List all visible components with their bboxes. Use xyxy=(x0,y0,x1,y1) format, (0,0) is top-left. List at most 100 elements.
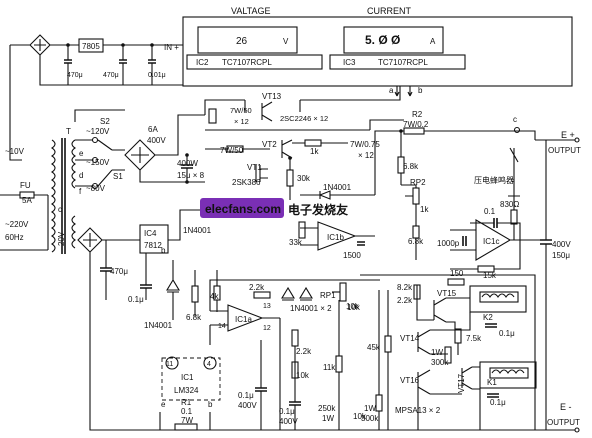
rectifier-6a: 6A xyxy=(148,125,158,134)
r-300k-relay: 300k xyxy=(431,358,449,367)
output-pos-text: OUTPUT xyxy=(548,146,581,155)
transformer-input: FU 5A ~220V 60Hz T c d e f ~120V ~150V ~… xyxy=(0,109,125,254)
tap-150v: ~150V xyxy=(86,158,110,167)
ic1-pin-11: 11 xyxy=(166,361,173,368)
r-33k: 33k xyxy=(289,238,303,247)
main-rectifier: 6A 400V 400W 15μ × 8 xyxy=(124,114,205,184)
output-pos-label: E + xyxy=(561,130,575,140)
opamp-section: IC1b 33k 1500 IC1c 1000p 0.1 15k IC1a 13… xyxy=(161,207,546,401)
output-section: c E + OUTPUT 压电蜂鸣器 830Ω 400V 150μ E - OU… xyxy=(474,115,581,433)
ic4-label: IC4 xyxy=(144,229,157,238)
r-830: 830Ω xyxy=(500,200,519,209)
pass-stage: VT13 7W/50 × 12 2SC2246 × 12 7W/50 VT2 1… xyxy=(204,86,536,260)
bottom-network: e R1 0.1 7W b 0.1μ 400V 0.1μ 400V 10k 10… xyxy=(159,279,392,431)
r-10k-a: 10k xyxy=(296,371,310,380)
ic1c-label: IC1c xyxy=(483,237,499,246)
watermark-cn: 电子发烧友 xyxy=(288,202,348,217)
ic1a-label: IC1a xyxy=(235,315,252,324)
meter-panel: VALTAGE CURRENT 26 V 5. Ø Ø A IC2 TC7107… xyxy=(164,6,573,97)
emitter-r2: × 12 xyxy=(358,151,374,160)
reg-7805: 7805 xyxy=(82,42,100,51)
aux-vac: ~10V xyxy=(5,147,25,156)
reg-pin-b: b xyxy=(161,246,166,255)
ic2-part: TC7107RCPL xyxy=(222,58,272,67)
voltage-unit: V xyxy=(283,37,289,46)
r-300k: 300k xyxy=(361,414,379,423)
vt16-label: VT16 xyxy=(400,376,420,385)
relay-c1: 0.1μ xyxy=(499,329,515,338)
vt1-label: VT1 xyxy=(247,163,262,172)
rp1-value: 10k xyxy=(346,302,360,311)
ic4-part: 7812 xyxy=(144,241,162,250)
tap-f: f xyxy=(79,187,82,196)
mains-voltage: ~220V xyxy=(5,220,29,229)
tap-e: e xyxy=(79,149,84,158)
watermark-domain: elecfans.com xyxy=(205,202,281,216)
pin-12: 12 xyxy=(263,325,271,332)
reg-diode: 1N4001 xyxy=(183,226,212,235)
bottom-b: b xyxy=(208,400,213,409)
c-1000p: 1000p xyxy=(437,239,460,248)
pin-b-label: b xyxy=(418,86,423,95)
r1-label: R1 xyxy=(181,398,192,407)
r-10k-c: 10k xyxy=(347,303,361,312)
ic1-label: IC1 xyxy=(181,373,194,382)
voltage-label: VALTAGE xyxy=(231,6,271,16)
reg-r4k: 4k xyxy=(210,292,219,301)
reg-c470: 470μ xyxy=(110,267,128,276)
relay-k2: K2 xyxy=(483,313,493,322)
ic1b-label: IC1b xyxy=(327,233,344,242)
winding-20v: 20V xyxy=(57,231,66,246)
aux-c1: 470μ xyxy=(67,72,83,79)
rp2-value: 1k xyxy=(420,205,429,214)
r-45k: 45k xyxy=(367,343,381,352)
reg-c01: 0.1μ xyxy=(128,295,144,304)
vt2-label: VT2 xyxy=(262,140,277,149)
r-150: 150 xyxy=(450,269,464,278)
pin-13: 13 xyxy=(263,303,271,310)
output-cap-c: 150μ xyxy=(552,251,570,260)
r1-power: 7W xyxy=(181,416,193,425)
tap-t: T xyxy=(66,127,71,136)
r-7-5k: 7.5k xyxy=(466,334,482,343)
ic3-label: IC3 xyxy=(343,58,356,67)
rectifier-400v: 400V xyxy=(147,136,166,145)
fuse-value: 5A xyxy=(22,196,32,205)
c-0-1: 0.1 xyxy=(484,207,496,216)
aux-c2: 470μ xyxy=(103,72,119,79)
c-1500: 1500 xyxy=(343,251,361,260)
output-neg-label: E - xyxy=(560,402,572,412)
pin-a-label: a xyxy=(389,86,394,95)
ic1-part: LM324 xyxy=(174,386,199,395)
mains-frequency: 60Hz xyxy=(5,233,24,242)
vt1-part: 2SK386 xyxy=(232,178,261,187)
current-unit: A xyxy=(430,37,436,46)
cap-a-voltage: 400V xyxy=(238,401,257,410)
vt13-r2: × 12 xyxy=(234,117,249,126)
r-300k-w: 1W xyxy=(364,404,376,413)
bulk-cap-value: 15μ × 8 xyxy=(177,171,205,180)
r-2-2k-b: 2.2k xyxy=(296,347,312,356)
diode-1n4001: 1N4001 xyxy=(323,183,352,192)
pin-14: 14 xyxy=(218,323,226,330)
in-plus-label: IN + xyxy=(164,43,179,52)
ic1-pin-4: 4 xyxy=(207,361,211,368)
r-250k: 250k xyxy=(318,404,336,413)
current-label: CURRENT xyxy=(367,6,412,16)
relay-block: 150 8.2k 2.2k VT15 K2 0.1μ 7.5k VT14 1W … xyxy=(360,269,537,430)
tap-d: d xyxy=(79,171,83,180)
rp1-label: RP1 xyxy=(320,291,336,300)
vt15-label: VT15 xyxy=(437,289,457,298)
diode-pair: 1N4001 × 2 xyxy=(290,304,332,313)
current-reading: 5. Ø Ø xyxy=(365,33,400,47)
buzzer-label: 压电蜂鸣器 xyxy=(474,175,514,185)
voltage-reading: 26 xyxy=(236,36,248,47)
bottom-e: e xyxy=(161,400,166,409)
reg-d2: 1N4001 xyxy=(144,321,173,330)
r-6-8k-a: 6.8k xyxy=(403,162,419,171)
cap-a-value: 0.1μ xyxy=(238,391,254,400)
rp2-label: RP2 xyxy=(410,178,426,187)
cap-b-value: 0.1μ xyxy=(279,407,295,416)
tap-120v: ~120V xyxy=(86,127,110,136)
emitter-r1: 7W/0.75 xyxy=(350,140,380,149)
